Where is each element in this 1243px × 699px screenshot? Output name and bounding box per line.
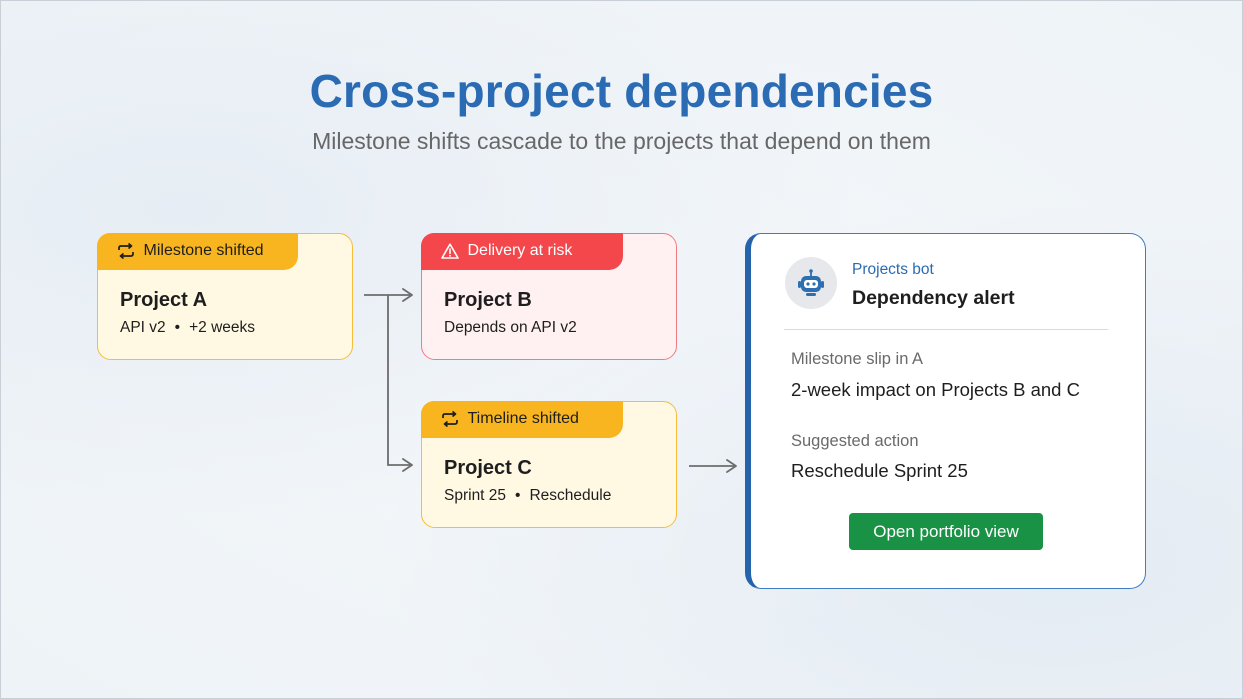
project-b-card[interactable]: Delivery at risk Project B Depends on AP…	[420, 232, 677, 360]
bot-avatar	[785, 257, 837, 309]
divider	[784, 329, 1108, 330]
meta-item: Reschedule	[529, 487, 612, 504]
detail-value: 2-week impact on Projects B and C	[791, 379, 1080, 400]
project-c-card[interactable]: Timeline shifted Project C Sprint 25 • Res…	[420, 400, 677, 528]
meta-item: +2 weeks	[189, 319, 256, 336]
warning-icon	[440, 243, 459, 259]
open-portfolio-view-button[interactable]: Open portfolio view	[849, 513, 1043, 550]
project-title: Project C	[444, 457, 532, 479]
tag-label: Delivery at risk	[467, 242, 573, 259]
bot-name: Projects bot	[852, 261, 934, 278]
action-value: Reschedule Sprint 25	[791, 460, 968, 481]
tag-label: Timeline shifted	[467, 410, 579, 427]
milestone-shifted-tag: Milestone shifted	[96, 232, 298, 270]
action-label: Suggested action	[791, 432, 919, 450]
timeline-shifted-tag: Timeline shifted	[420, 400, 623, 438]
project-a-card[interactable]: Milestone shifted Project A API v2 • +2 we…	[96, 232, 353, 360]
delivery-at-risk-tag: Delivery at risk	[420, 232, 623, 270]
repeat-icon	[117, 243, 134, 259]
meta-separator: •	[515, 487, 521, 504]
project-title: Project A	[120, 289, 208, 311]
alert-title: Dependency alert	[852, 287, 1015, 309]
meta-separator: •	[174, 319, 181, 336]
project-meta: API v2 • +2 weeks	[120, 319, 255, 337]
project-meta: Sprint 25 • Reschedule	[444, 487, 611, 505]
page-subtitle: Milestone shifts cascade to the projects…	[312, 128, 931, 154]
meta-item: API v2	[120, 319, 166, 336]
project-title: Project B	[444, 289, 532, 311]
robot-icon	[798, 269, 824, 296]
repeat-icon	[441, 411, 458, 427]
tag-label: Milestone shifted	[143, 242, 264, 259]
dependency-alert-panel: Projects bot Dependency alert Milestone …	[745, 233, 1146, 589]
connector-a-to-c	[387, 295, 413, 472]
detail-label: Milestone slip in A	[791, 350, 924, 368]
meta-item: Sprint 25	[444, 487, 507, 504]
project-meta: Depends on API v2	[444, 319, 577, 336]
page-title: Cross-project dependencies	[309, 65, 934, 117]
